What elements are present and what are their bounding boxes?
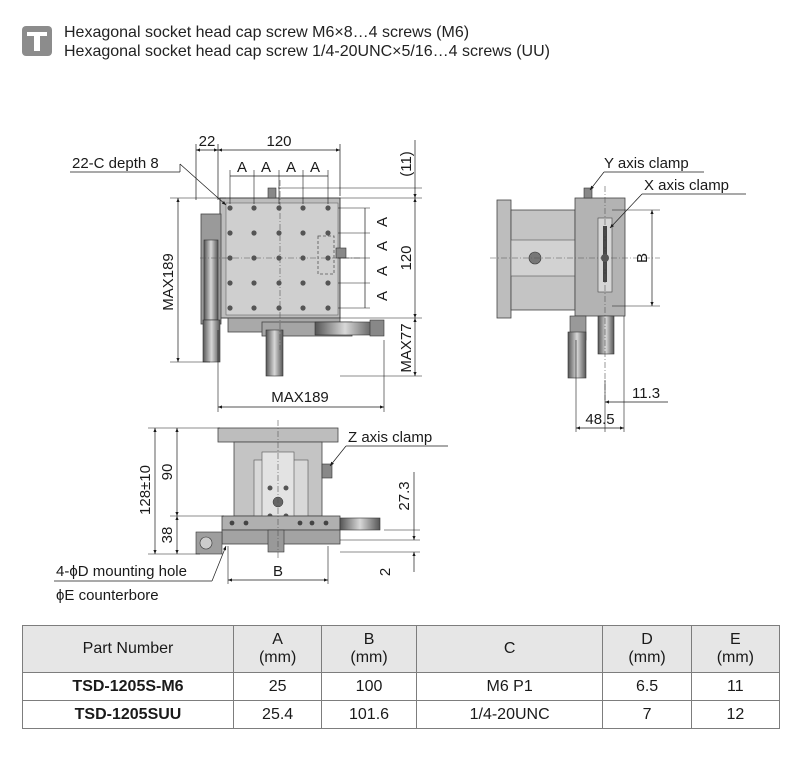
dim-b-front: B [273,563,283,580]
tapped-hole [251,280,257,286]
tapped-hole [227,205,233,211]
cell-e: 11 [690,672,781,701]
spec-table: Part Number A(mm) B(mm) C D(mm) E(mm) TS… [22,625,781,729]
tapped-hole [300,230,306,236]
tapped-hole [251,205,257,211]
dim-22: 22 [199,133,216,150]
pitch-a-top-3: A [286,159,296,176]
base-screw [243,520,249,526]
cell-b: 100 [321,672,417,701]
cell-c: 1/4-20UNC [415,700,604,729]
tapped-hole [276,205,282,211]
tapped-hole [276,280,282,286]
tapped-hole [325,205,331,211]
table-row: TSD-1205S-M6 25 100 M6 P1 6.5 11 [22,672,781,701]
pitch-a-right-1: A [374,217,391,227]
dim-11-3: 11.3 [632,385,660,402]
y-axis-clamp-label: Y axis clamp [604,155,689,172]
base-screw [297,520,303,526]
tapped-hole [300,280,306,286]
cell-b: 101.6 [321,700,417,729]
base-screw [309,520,315,526]
tapped-hole [325,305,331,311]
dim-38: 38 [159,527,176,544]
pitch-a-top-2: A [261,159,271,176]
dim-max189-vertical: MAX189 [160,253,177,311]
table-header-row: Part Number A(mm) B(mm) C D(mm) E(mm) [22,625,781,673]
tapped-hole [325,230,331,236]
hole-callout: 22-C depth 8 [72,155,159,172]
pitch-a-top-1: A [237,159,247,176]
col-b-label: B [363,631,375,648]
cell-part-number: TSD-1205S-M6 [22,672,234,701]
cell-d: 6.5 [602,672,692,701]
lock-icon [22,26,52,56]
cell-d: 7 [602,700,692,729]
header: Hexagonal socket head cap screw M6×8…4 s… [22,18,782,68]
tapped-hole [325,280,331,286]
col-e: E(mm) [690,625,781,673]
pitch-a-right-3: A [374,266,391,276]
dim-max189-horizontal: MAX189 [271,389,329,406]
cell-e: 12 [690,700,781,729]
tapped-hole [251,255,257,261]
dim-max77: MAX77 [398,323,415,372]
tapped-hole [276,305,282,311]
col-a: A(mm) [232,625,323,673]
screw-note-m6: Hexagonal socket head cap screw M6×8…4 s… [64,24,470,41]
col-part-number: Part Number [22,625,234,673]
dim-b-side: B [634,253,651,263]
tapped-hole [251,230,257,236]
col-e-label: E [730,631,741,648]
dim-48-5: 48.5 [585,411,614,428]
x-axis-clamp-label: X axis clamp [644,177,729,194]
dim-27-3: 27.3 [396,481,413,510]
side-view: Y axis clamp X axis clamp B 11.3 48.5 [490,155,746,432]
dim-11: (11) [398,151,415,177]
dim-90: 90 [159,464,176,481]
pitch-a-right-4: A [374,291,391,301]
cell-a: 25.4 [232,700,323,729]
col-b: B(mm) [321,625,417,673]
z-axis-clamp-label: Z axis clamp [348,429,432,446]
top-view: 22 120 A A A A 22-C depth 8 A A A A 120 [70,133,422,412]
cell-c: M6 P1 [415,672,604,701]
col-e-unit: (mm) [716,649,754,666]
screw-note-uu: Hexagonal socket head cap screw 1/4-20UN… [64,43,550,60]
table-row: TSD-1205SUU 25.4 101.6 1/4-20UNC 7 12 [22,700,781,729]
technical-drawing: 22 120 A A A A 22-C depth 8 A A A A 120 [54,133,746,604]
col-d-label: D [641,631,653,648]
mounting-hole-label: 4-ϕD mounting hole [56,563,187,580]
dim-120-top: 120 [266,133,291,150]
tapped-hole [227,230,233,236]
dim-128: 128±10 [137,465,154,515]
tapped-hole [300,205,306,211]
tapped-hole [325,255,331,261]
base-screws [229,520,329,526]
counterbore-label: ϕE counterbore [56,587,159,604]
col-b-unit: (mm) [350,649,388,666]
pitch-a-right-2: A [374,241,391,251]
dim-2: 2 [377,568,394,576]
col-d: D(mm) [602,625,692,673]
tapped-hole [251,305,257,311]
col-a-label: A [272,631,283,648]
dim-120-right: 120 [398,245,415,270]
col-a-unit: (mm) [258,649,297,666]
col-d-unit: (mm) [628,649,666,666]
tapped-hole [276,230,282,236]
base-screw [323,520,329,526]
pitch-a-top-4: A [310,159,320,176]
tapped-hole [300,305,306,311]
cell-a: 25 [232,672,323,701]
base-screw [229,520,235,526]
front-view: Z axis clamp 128±10 90 38 27.3 2 B 4-ϕD … [54,420,448,604]
cell-part-number: TSD-1205SUU [22,700,234,729]
tapped-hole [227,305,233,311]
tapped-hole [227,280,233,286]
col-c: C [415,625,604,673]
